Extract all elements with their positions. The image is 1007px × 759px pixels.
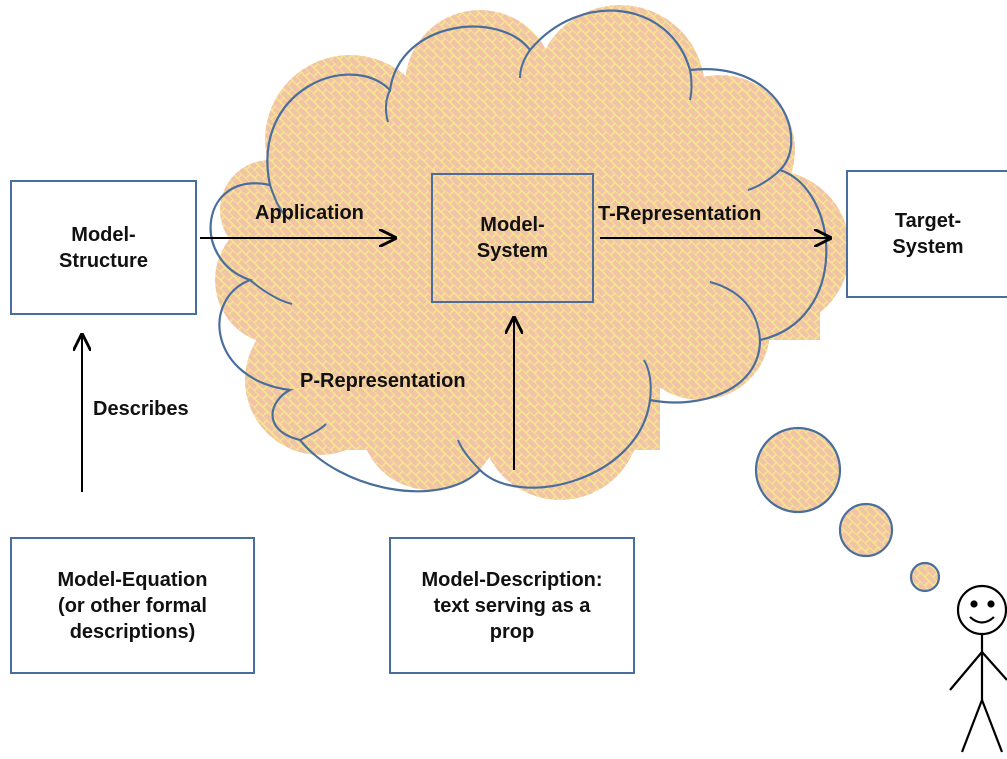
model-structure-box: Model- Structure [10, 180, 197, 315]
thought-bubble-medium [838, 502, 894, 558]
model-description-box: Model-Description: text serving as a pro… [389, 537, 635, 674]
model-description-label: Model-Description: text serving as a pro… [421, 568, 603, 643]
target-system-label: Target- System [892, 210, 964, 258]
model-system-box: Model- System [431, 173, 594, 303]
t-representation-label: T-Representation [598, 203, 762, 225]
stick-figure [949, 584, 1007, 753]
model-structure-label: Model- Structure [59, 223, 148, 272]
target-system-box: Target- System [846, 170, 1007, 298]
thought-bubble-large [754, 426, 842, 514]
describes-label: Describes [93, 398, 189, 420]
stick-figure-head [956, 584, 1007, 636]
thought-bubble-small [909, 561, 941, 593]
p-representation-label: P-Representation [300, 370, 466, 392]
model-equation-label: Model-Equation (or other formal descript… [57, 568, 208, 643]
model-equation-box: Model-Equation (or other formal descript… [10, 537, 255, 674]
thought-cloud [209, 5, 850, 500]
application-label: Application [255, 202, 364, 224]
model-system-label: Model- System [476, 214, 549, 262]
